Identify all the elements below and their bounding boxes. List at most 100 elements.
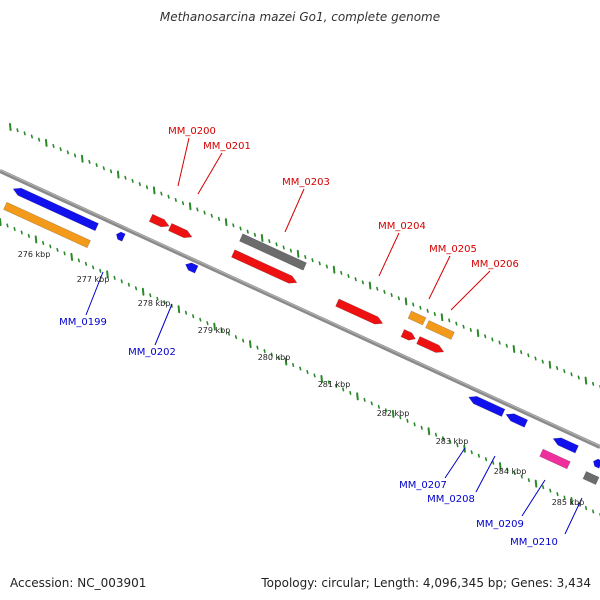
scale-tick-mark <box>527 478 530 483</box>
gene-gray-2 <box>582 471 600 485</box>
scale-tick-mark <box>406 418 409 423</box>
outer-guide-dot <box>268 239 271 244</box>
scale-tick-mark <box>320 374 324 383</box>
scale-tick-mark <box>334 383 338 388</box>
scale-tick-mark <box>242 338 245 343</box>
backbone-highlight <box>0 169 600 447</box>
gene-label-mm-0205[interactable]: MM_0205 <box>429 244 477 255</box>
outer-guide-dot <box>275 242 278 247</box>
scale-tick-mark <box>277 356 280 361</box>
scale-tick-mark <box>27 233 30 238</box>
gene-label-mm-0201[interactable]: MM_0201 <box>203 141 251 152</box>
leader-forward-0 <box>177 137 190 187</box>
leader-reverse-2 <box>444 447 466 479</box>
scale-tick-mark <box>42 240 45 245</box>
gene-label-mm-0207[interactable]: MM_0207 <box>399 480 447 491</box>
tick-label-280: 280 kbp <box>258 353 291 362</box>
outer-guide-dot <box>217 216 221 221</box>
outer-guide-dot <box>232 223 235 228</box>
outer-guide-dot <box>181 201 185 206</box>
gene-orange-0-shape <box>3 201 91 249</box>
outer-guide-dot <box>563 369 566 374</box>
leader-reverse-0 <box>85 271 104 316</box>
outer-guide-dot <box>584 376 588 385</box>
outer-guide-dot <box>592 381 595 386</box>
gene-label-mm-0202[interactable]: MM_0202 <box>128 347 176 358</box>
scale-tick-mark <box>113 275 116 280</box>
outer-guide-dot <box>188 202 192 211</box>
scale-tick-mark <box>349 390 352 395</box>
gene-label-mm-0208[interactable]: MM_0208 <box>427 494 475 505</box>
outer-guide-dot <box>390 293 393 298</box>
gene-orange-0 <box>3 201 91 249</box>
outer-guide-dot <box>383 289 386 294</box>
gene-label-mm-0203[interactable]: MM_0203 <box>282 177 330 188</box>
leader-forward-2 <box>284 188 305 233</box>
scale-tick-mark <box>213 322 216 331</box>
scale-tick-labels: 276 kbp 277 kbp 278 kbp 279 kbp 280 kbp … <box>18 250 585 507</box>
scale-tick-mark <box>413 422 416 427</box>
outer-guide-dot <box>59 147 62 152</box>
scale-tick-mark <box>499 462 502 471</box>
gene-label-mm-0210[interactable]: MM_0210 <box>510 537 558 548</box>
reverse-strand-gene-labels: MM_0199 MM_0202 MM_0207 MM_0208 MM_0209 … <box>59 317 558 548</box>
outer-guide-dot <box>95 163 98 168</box>
leader-reverse-4 <box>521 479 546 517</box>
outer-guide-dot <box>512 344 516 353</box>
scale-tick-mark <box>263 349 266 354</box>
gene-label-mm-0209[interactable]: MM_0209 <box>476 519 524 530</box>
scale-tick-mark <box>134 286 138 291</box>
outer-guide-dot <box>196 207 199 212</box>
outer-guide-dot <box>167 194 170 199</box>
outer-guide-dot <box>476 329 480 338</box>
outer-guide-dot <box>52 144 55 149</box>
scale-tick-mark <box>492 460 495 465</box>
outer-guide-dot <box>318 261 321 266</box>
gene-mm-0206 <box>416 336 445 353</box>
outer-guide-dot <box>102 166 105 171</box>
scale-tick-mark <box>227 331 230 336</box>
outer-guide-dot <box>160 191 163 196</box>
gene-mm-0205 <box>400 329 416 341</box>
gene-label-mm-0204[interactable]: MM_0204 <box>378 221 426 232</box>
scale-tick-mark <box>120 279 123 284</box>
gene-label-mm-0200[interactable]: MM_0200 <box>168 126 216 137</box>
outer-guide-dot <box>145 185 149 190</box>
scale-tick-mark <box>449 439 452 444</box>
scale-tick-mark <box>570 497 574 506</box>
outer-guide-dot <box>246 229 249 234</box>
genome-summary-text: Topology: circular; Length: 4,096,345 bp… <box>261 576 591 590</box>
scale-tick-mark <box>141 287 145 296</box>
outer-guide-dot <box>361 280 364 285</box>
scale-tick-mark <box>563 495 566 500</box>
outer-guide-dot <box>340 270 343 275</box>
gene-gray-1 <box>239 233 307 271</box>
scale-tick-mark <box>420 425 423 430</box>
scale-tick-mark <box>270 352 273 357</box>
scale-tick-mark <box>92 265 95 270</box>
scale-tick-mark <box>20 230 23 235</box>
scale-tick-mark <box>256 345 259 350</box>
gene-gray-1-shape <box>239 233 307 271</box>
scale-tick-mark <box>249 340 252 349</box>
gene-mm-0209 <box>552 437 579 454</box>
gene-label-mm-0199[interactable]: MM_0199 <box>59 317 107 328</box>
gene-mm-0203-shape <box>231 249 298 284</box>
outer-guide-dot <box>491 337 494 342</box>
outer-guide-dot <box>124 175 127 180</box>
map-title: Methanosarcina mazei Go1, complete genom… <box>159 10 441 24</box>
scale-tick-mark <box>77 258 80 263</box>
outer-guide-dot <box>30 134 33 139</box>
scale-tick-mark <box>470 450 473 455</box>
outer-guide-dot <box>260 233 264 242</box>
scale-tick-mark <box>127 282 130 287</box>
gene-mm-0202-shape <box>185 262 199 274</box>
scale-tick-mark <box>384 408 388 413</box>
gene-orange-1-shape <box>407 310 427 326</box>
outer-guide-dot <box>354 277 357 282</box>
gene-label-mm-0206[interactable]: MM_0206 <box>471 259 519 270</box>
gene-mm-0201 <box>168 222 193 239</box>
outer-guide-dot <box>376 286 379 291</box>
outer-guide-dot <box>469 327 472 332</box>
label-leader-lines <box>85 137 583 535</box>
